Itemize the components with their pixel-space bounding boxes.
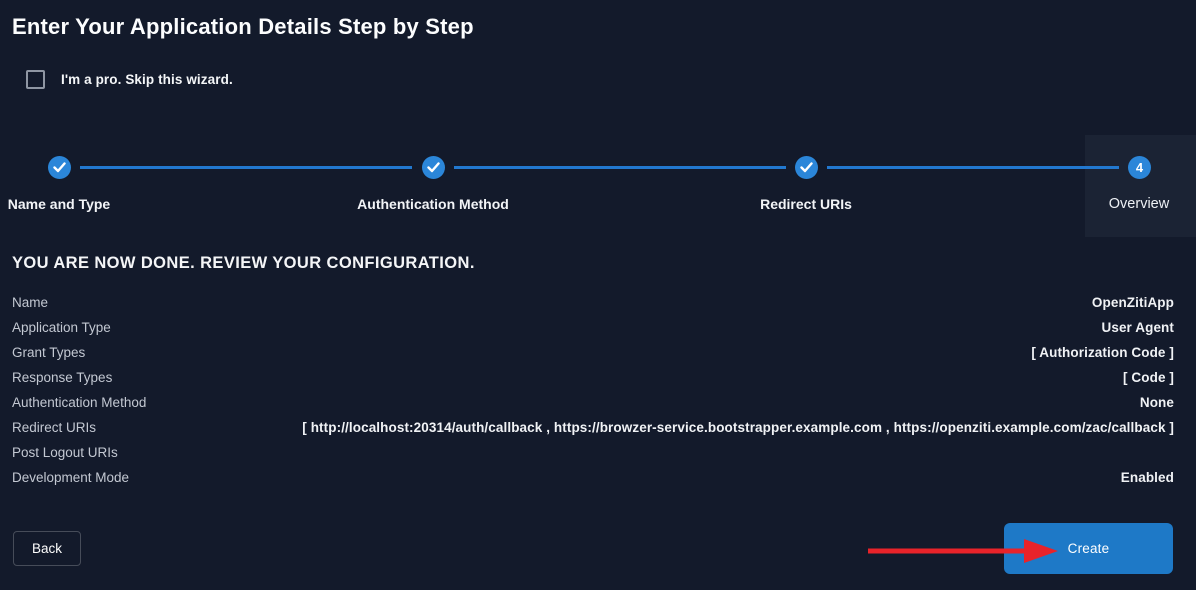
row-label: Application Type <box>12 320 111 335</box>
review-row-application-type: Application Type User Agent <box>12 315 1174 340</box>
step-connector <box>454 166 786 169</box>
row-label: Grant Types <box>12 345 86 360</box>
row-value: OpenZitiApp <box>1091 295 1174 310</box>
row-label: Authentication Method <box>12 395 147 410</box>
check-icon <box>800 162 813 173</box>
review-row-name: Name OpenZitiApp <box>12 290 1174 315</box>
check-icon <box>427 162 440 173</box>
row-label: Name <box>12 295 49 310</box>
row-label: Development Mode <box>12 470 130 485</box>
create-button[interactable]: Create <box>1004 523 1173 574</box>
page-title: Enter Your Application Details Step by S… <box>12 14 474 39</box>
review-row-development-mode: Development Mode Enabled <box>12 465 1174 490</box>
step-connector <box>80 166 412 169</box>
review-heading: YOU ARE NOW DONE. REVIEW YOUR CONFIGURAT… <box>12 254 475 272</box>
step-4-circle: 4 <box>1128 156 1151 179</box>
review-row-post-logout-uris: Post Logout URIs <box>12 440 1174 465</box>
review-row-redirect-uris: Redirect URIs [ http://localhost:20314/a… <box>12 415 1174 440</box>
row-value: [ Code ] <box>1122 370 1174 385</box>
skip-wizard-row: I'm a pro. Skip this wizard. <box>26 70 233 89</box>
review-row-response-types: Response Types [ Code ] <box>12 365 1174 390</box>
step-4-number: 4 <box>1135 160 1144 175</box>
step-label-overview: Overview <box>1108 196 1170 212</box>
row-label: Response Types <box>12 370 113 385</box>
skip-wizard-checkbox[interactable] <box>26 70 45 89</box>
back-button[interactable]: Back <box>13 531 82 566</box>
step-3-circle <box>795 156 818 179</box>
row-label: Post Logout URIs <box>12 445 118 460</box>
row-value: [ Authorization Code ] <box>1031 345 1174 360</box>
step-1-circle <box>48 156 71 179</box>
step-label-redirect-uris: Redirect URIs <box>760 196 852 212</box>
step-label-authentication-method: Authentication Method <box>357 196 509 212</box>
step-2-circle <box>422 156 445 179</box>
row-label: Redirect URIs <box>12 420 97 435</box>
row-value: [ http://localhost:20314/auth/callback ,… <box>302 420 1174 435</box>
review-rows: Name OpenZitiApp Application Type User A… <box>12 290 1174 490</box>
review-row-authentication-method: Authentication Method None <box>12 390 1174 415</box>
row-value: None <box>1139 395 1174 410</box>
active-step-highlight <box>1085 135 1196 237</box>
step-label-name-and-type: Name and Type <box>7 196 111 212</box>
check-icon <box>53 162 66 173</box>
step-connector <box>827 166 1119 169</box>
review-row-grant-types: Grant Types [ Authorization Code ] <box>12 340 1174 365</box>
row-value: Enabled <box>1120 470 1174 485</box>
row-value: User Agent <box>1101 320 1174 335</box>
skip-wizard-label: I'm a pro. Skip this wizard. <box>61 72 233 87</box>
